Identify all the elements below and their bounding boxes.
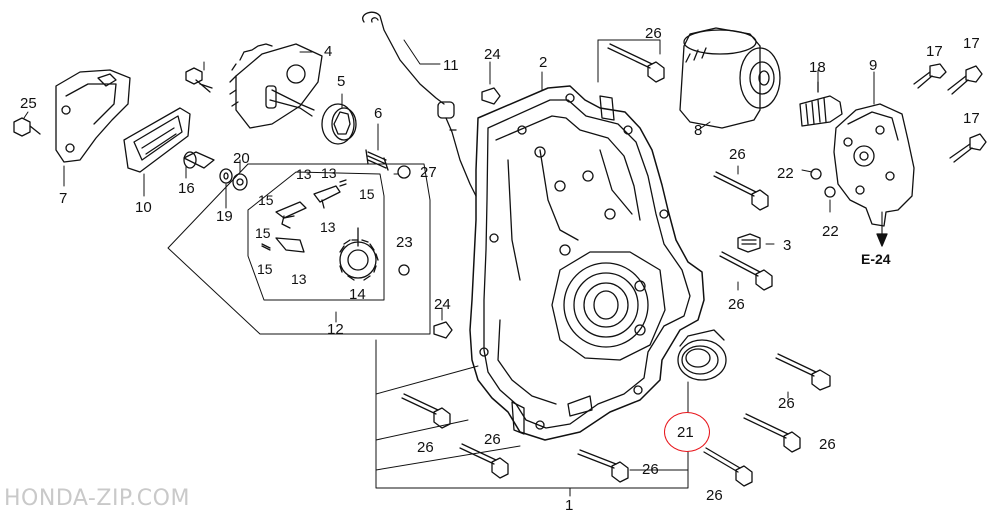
dowel-16-drawing: [183, 151, 215, 169]
callout-7[interactable]: 7: [59, 190, 68, 207]
callout-9[interactable]: 9: [869, 57, 878, 74]
callout-17b[interactable]: 17: [963, 35, 980, 52]
callout-26c[interactable]: 26: [728, 296, 745, 313]
callout-1[interactable]: 1: [565, 497, 574, 514]
callout-17a[interactable]: 17: [926, 43, 943, 60]
bolt-24-lower-drawing: [433, 321, 453, 339]
spring-6-drawing: [365, 149, 389, 171]
oil-filter-drawing: [679, 27, 781, 129]
callout-12[interactable]: 12: [327, 321, 344, 338]
o-ring-27-drawing: [397, 165, 411, 179]
callout-18[interactable]: 18: [809, 59, 826, 76]
callout-ref-e24[interactable]: E-24: [861, 251, 891, 267]
callout-15d[interactable]: 15: [257, 261, 273, 277]
callout-26e[interactable]: 26: [819, 436, 836, 453]
callout-13d[interactable]: 13: [291, 271, 307, 287]
callout-3[interactable]: 3: [783, 237, 792, 254]
callout-5[interactable]: 5: [337, 73, 346, 90]
callout-23[interactable]: 23: [396, 234, 413, 251]
callout-26d[interactable]: 26: [778, 395, 795, 412]
callout-16[interactable]: 16: [178, 180, 195, 197]
callout-6[interactable]: 6: [374, 105, 383, 122]
callout-13c[interactable]: 13: [320, 219, 336, 235]
watermark: HONDA-ZIP.COM: [4, 486, 190, 511]
oil-pump-rotor-drawing: [321, 103, 357, 145]
callout-26h[interactable]: 26: [484, 431, 501, 448]
callout-26i[interactable]: 26: [417, 439, 434, 456]
governor-parts-drawing: [261, 179, 410, 281]
crankcase-cover-drawing: [469, 85, 705, 441]
flange-bolts-26-drawing: [401, 43, 831, 487]
callout-22b[interactable]: 22: [822, 223, 839, 240]
group-12-frame: [167, 163, 431, 335]
washers-19-20-drawing: [219, 168, 248, 191]
callout-21[interactable]: 21: [677, 424, 694, 441]
callout-15b[interactable]: 15: [359, 186, 375, 202]
washer-22a-drawing: [810, 168, 822, 180]
callout-15a[interactable]: 15: [258, 192, 274, 208]
threaded-nipple-drawing: [799, 81, 843, 127]
callout-17c[interactable]: 17: [963, 110, 980, 127]
breather-cover-drawing: [55, 69, 131, 163]
callout-25[interactable]: 25: [20, 95, 37, 112]
callout-15c[interactable]: 15: [255, 225, 271, 241]
bolt-24-upper-drawing: [481, 87, 501, 105]
governor-assy-drawing: [229, 43, 323, 129]
bolt-25-drawing: [13, 117, 41, 137]
callout-27[interactable]: 27: [420, 164, 437, 181]
callout-26g[interactable]: 26: [642, 461, 659, 478]
filter-housing-drawing: [833, 103, 915, 247]
callout-24b[interactable]: 24: [434, 296, 451, 313]
callout-13b[interactable]: 13: [321, 165, 337, 181]
dipstick-drawing: [362, 11, 477, 197]
callout-24a[interactable]: 24: [484, 46, 501, 63]
bolt-28-drawing: [185, 67, 213, 93]
leader-lines: [23, 39, 875, 497]
callout-20[interactable]: 20: [233, 150, 250, 167]
plug-3-drawing: [737, 233, 761, 253]
callout-13a[interactable]: 13: [296, 166, 312, 182]
callout-11[interactable]: 11: [443, 57, 459, 74]
washer-22b-drawing: [824, 186, 836, 198]
callout-8[interactable]: 8: [694, 122, 703, 139]
oil-seal-21-drawing: [677, 329, 727, 381]
callout-2[interactable]: 2: [539, 54, 548, 71]
callout-19[interactable]: 19: [216, 208, 233, 225]
callout-26a[interactable]: 26: [645, 25, 662, 42]
callout-14[interactable]: 14: [349, 286, 366, 303]
callout-26f[interactable]: 26: [706, 487, 723, 504]
highlight-ring-21: [664, 412, 710, 452]
bolts-17-drawing: [913, 63, 987, 163]
callout-4[interactable]: 4: [324, 43, 333, 60]
callout-26b[interactable]: 26: [729, 146, 746, 163]
breather-gasket-drawing: [123, 107, 191, 173]
callout-22a[interactable]: 22: [777, 165, 794, 182]
callout-10[interactable]: 10: [135, 199, 152, 216]
